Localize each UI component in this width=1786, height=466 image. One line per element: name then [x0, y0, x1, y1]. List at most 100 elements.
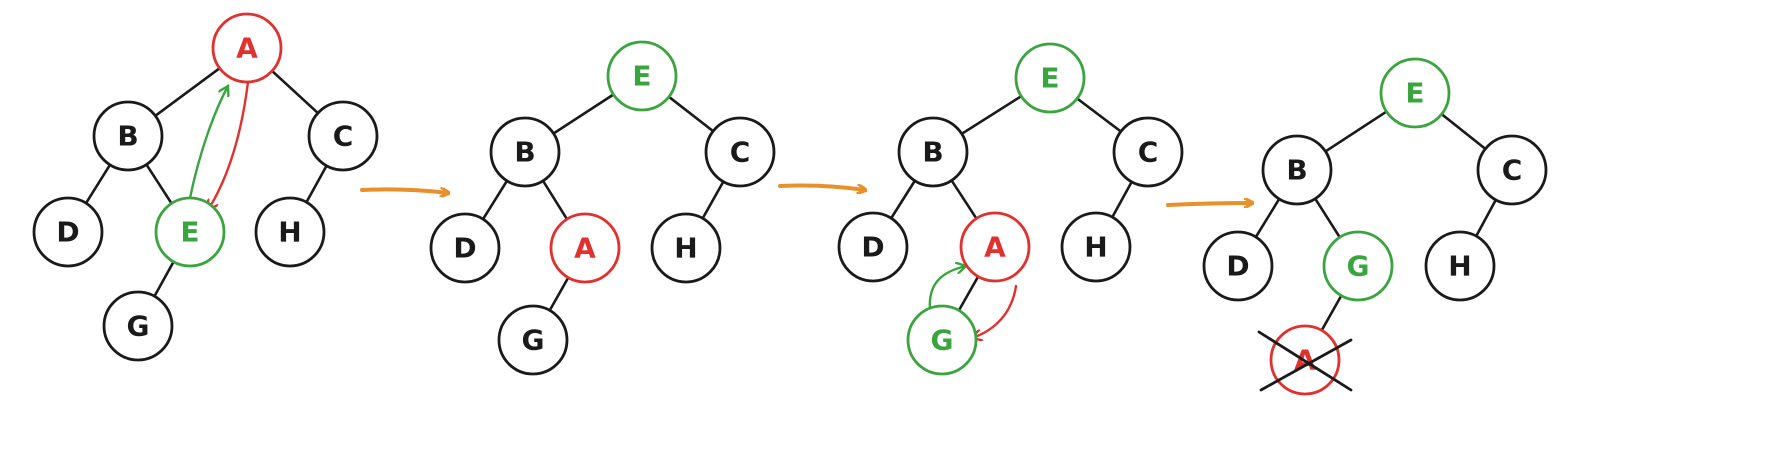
- edge-c-h: [305, 164, 328, 204]
- node-a: A: [959, 211, 1031, 283]
- node-b: B: [489, 116, 561, 188]
- step-arrow-1: [360, 189, 448, 193]
- edge-e-c: [1075, 97, 1123, 133]
- node-label: C: [333, 120, 354, 153]
- node-label: D: [453, 232, 476, 265]
- node-g: G: [102, 290, 174, 362]
- node-circle: [549, 212, 621, 284]
- edge-c-h: [1111, 180, 1133, 219]
- node-circle: [1202, 230, 1274, 302]
- step-arrow-2: [778, 183, 865, 191]
- node-circle: [102, 290, 174, 362]
- node-c: C: [1476, 134, 1548, 206]
- node-circle: [897, 116, 969, 188]
- node-circle: [1322, 230, 1394, 302]
- node-circle: [92, 100, 164, 172]
- node-label: G: [522, 324, 545, 357]
- edge-b-d: [481, 179, 509, 221]
- node-h: H: [1424, 230, 1496, 302]
- edge-b-d: [1254, 197, 1281, 239]
- node-circle: [606, 40, 678, 112]
- swap-arrow-red: [208, 80, 250, 210]
- edge-e-b: [1324, 110, 1388, 153]
- node-label: C: [1138, 136, 1159, 169]
- nodes-layer: ABCDEHGEBCDAHGEBCDAHGEBCDGHA: [32, 12, 1548, 396]
- node-circle: [497, 304, 569, 376]
- node-label: H: [1084, 231, 1107, 264]
- edge-a-g: [548, 276, 570, 312]
- node-d: D: [429, 212, 501, 284]
- node-circle: [959, 211, 1031, 283]
- node-circle: [254, 196, 326, 268]
- node-label: E: [1040, 62, 1059, 95]
- node-e: E: [154, 196, 226, 268]
- node-d: D: [837, 211, 909, 283]
- node-g: G: [1322, 230, 1394, 302]
- node-circle: [906, 304, 978, 376]
- edge-b-a: [541, 179, 569, 221]
- node-a: A: [211, 12, 283, 84]
- cross-out-line: [1257, 330, 1353, 392]
- node-circle: [1112, 116, 1184, 188]
- node-a: A: [549, 212, 621, 284]
- edge-a-c: [270, 69, 320, 115]
- node-d: D: [1202, 230, 1274, 302]
- node-d: D: [32, 196, 104, 268]
- node-h: H: [254, 196, 326, 268]
- edges-layer: [84, 66, 1498, 332]
- node-circle: [1379, 57, 1451, 129]
- edge-c-h: [1474, 198, 1498, 238]
- swap-arrow-green: [188, 86, 228, 200]
- node-c: C: [1112, 116, 1184, 188]
- edge-b-g: [1313, 197, 1342, 239]
- node-circle: [154, 196, 226, 268]
- node-e: E: [1379, 57, 1451, 129]
- node-b: B: [1261, 134, 1333, 206]
- node-label: C: [1502, 154, 1523, 187]
- node-circle: [211, 12, 283, 84]
- node-circle: [1014, 42, 1086, 114]
- node-circle: [307, 100, 379, 172]
- node-label: B: [117, 120, 138, 153]
- node-c: C: [307, 100, 379, 172]
- node-circle: [650, 212, 722, 284]
- swap-arrow-green: [928, 266, 966, 312]
- node-b: B: [92, 100, 164, 172]
- node-label: G: [1347, 250, 1370, 283]
- edge-b-d: [889, 179, 917, 220]
- edge-b-d: [84, 163, 112, 205]
- node-h: H: [1060, 211, 1132, 283]
- node-h: H: [650, 212, 722, 284]
- node-label: G: [127, 310, 150, 343]
- node-label: B: [1286, 154, 1307, 187]
- node-label: E: [1405, 77, 1424, 110]
- node-circle: [489, 116, 561, 188]
- node-label: E: [632, 60, 651, 93]
- node-label: H: [674, 232, 697, 265]
- node-circle: [837, 211, 909, 283]
- node-label: D: [1226, 250, 1249, 283]
- node-e: E: [606, 40, 678, 112]
- edge-b-a: [950, 179, 978, 220]
- swap-arrow-red: [972, 284, 1018, 338]
- edge-e-b: [552, 93, 615, 135]
- node-label: D: [861, 231, 884, 264]
- edge-a-b: [154, 66, 221, 118]
- edge-b-e: [145, 163, 173, 205]
- node-label: B: [514, 136, 535, 169]
- node-label: C: [730, 136, 751, 169]
- node-label: E: [180, 216, 199, 249]
- node-c: C: [704, 116, 776, 188]
- node-label: H: [1448, 250, 1471, 283]
- arrows-layer: [188, 80, 1252, 338]
- node-label: H: [278, 216, 301, 249]
- node-circle: [704, 116, 776, 188]
- node-b: B: [897, 116, 969, 188]
- node-g: G: [497, 304, 569, 376]
- node-label: G: [931, 324, 954, 357]
- edge-e-g: [153, 260, 175, 298]
- edge-e-c: [1440, 112, 1487, 151]
- node-g: G: [906, 304, 978, 376]
- node-circle: [1060, 211, 1132, 283]
